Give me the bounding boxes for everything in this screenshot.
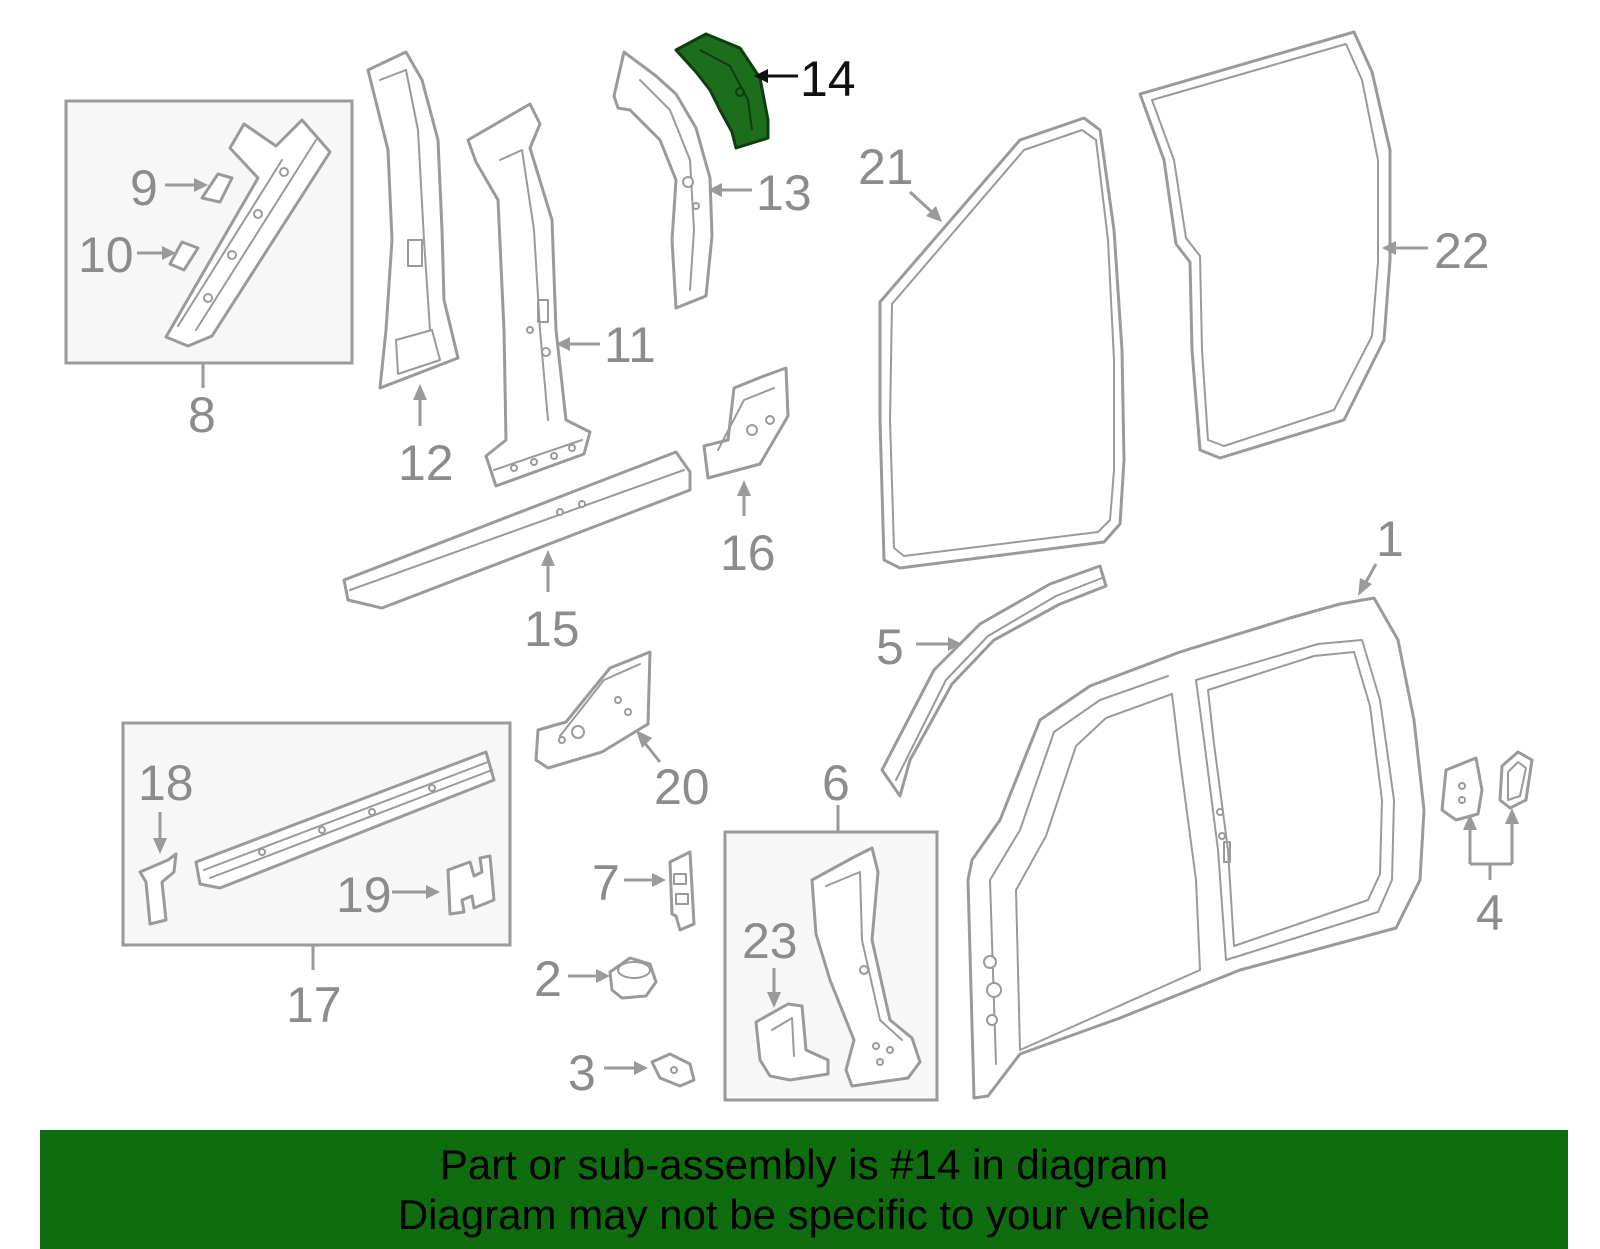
callout-1: 1 bbox=[1376, 511, 1404, 567]
callout-18: 18 bbox=[138, 755, 194, 811]
callout-20: 20 bbox=[654, 759, 710, 815]
part-17-rocker-inner[interactable] bbox=[194, 750, 496, 890]
part-12-hinge-pillar[interactable] bbox=[366, 50, 460, 390]
banner-line-disclaimer: Diagram may not be specific to your vehi… bbox=[397, 1191, 1211, 1238]
part-3-bracket[interactable] bbox=[650, 1052, 696, 1088]
callout-2: 2 bbox=[534, 951, 562, 1007]
callout-17: 17 bbox=[286, 977, 342, 1033]
callout-21: 21 bbox=[858, 139, 914, 195]
callout-23: 23 bbox=[742, 913, 798, 969]
callout-13: 13 bbox=[756, 165, 812, 221]
callout-10: 10 bbox=[78, 227, 134, 283]
part-4-brackets[interactable] bbox=[1440, 750, 1534, 822]
banner-line-part-number: Part or sub-assembly is #14 in diagram bbox=[439, 1141, 1169, 1188]
callout-5: 5 bbox=[876, 619, 904, 675]
part-15-rocker-reinforcement[interactable] bbox=[342, 450, 692, 610]
callout-11: 11 bbox=[604, 317, 656, 373]
info-banner: Part or sub-assembly is #14 in diagram D… bbox=[40, 1130, 1568, 1249]
part-13-pillar-inner[interactable] bbox=[612, 50, 714, 310]
part-2-plug[interactable] bbox=[608, 956, 658, 1000]
part-6-pillar-lower[interactable] bbox=[810, 846, 922, 1088]
callout-16: 16 bbox=[720, 525, 776, 581]
part-22-rear-door-weatherstrip[interactable] bbox=[1138, 30, 1392, 460]
part-16-bracket[interactable] bbox=[702, 366, 790, 480]
part-5-roof-rail[interactable] bbox=[880, 564, 1108, 798]
callout-14: 14 bbox=[800, 51, 856, 107]
part-8-pillar-reinforcement[interactable] bbox=[164, 118, 332, 348]
part-19-bracket[interactable] bbox=[446, 854, 496, 916]
callout-22: 22 bbox=[1434, 223, 1490, 279]
callout-3: 3 bbox=[568, 1045, 596, 1101]
callout-19: 19 bbox=[336, 867, 392, 923]
part-11-center-pillar[interactable] bbox=[466, 102, 592, 488]
part-18-bracket[interactable] bbox=[138, 852, 178, 926]
part-1-body-side-outer[interactable] bbox=[966, 596, 1426, 1100]
part-10-clip[interactable] bbox=[168, 240, 200, 272]
callout-4: 4 bbox=[1476, 885, 1504, 941]
part-21-front-door-weatherstrip[interactable] bbox=[878, 116, 1126, 570]
callout-7: 7 bbox=[592, 855, 620, 911]
part-7-bracket[interactable] bbox=[668, 850, 696, 932]
part-14-highlighted[interactable] bbox=[674, 32, 770, 150]
callout-9: 9 bbox=[130, 160, 158, 216]
callout-8: 8 bbox=[188, 387, 216, 443]
callout-12: 12 bbox=[398, 435, 454, 491]
callout-6: 6 bbox=[822, 755, 850, 811]
part-9-clip[interactable] bbox=[200, 172, 234, 204]
part-20-bracket[interactable] bbox=[534, 650, 652, 770]
part-23-bracket[interactable] bbox=[754, 1002, 830, 1082]
callout-15: 15 bbox=[524, 601, 580, 657]
